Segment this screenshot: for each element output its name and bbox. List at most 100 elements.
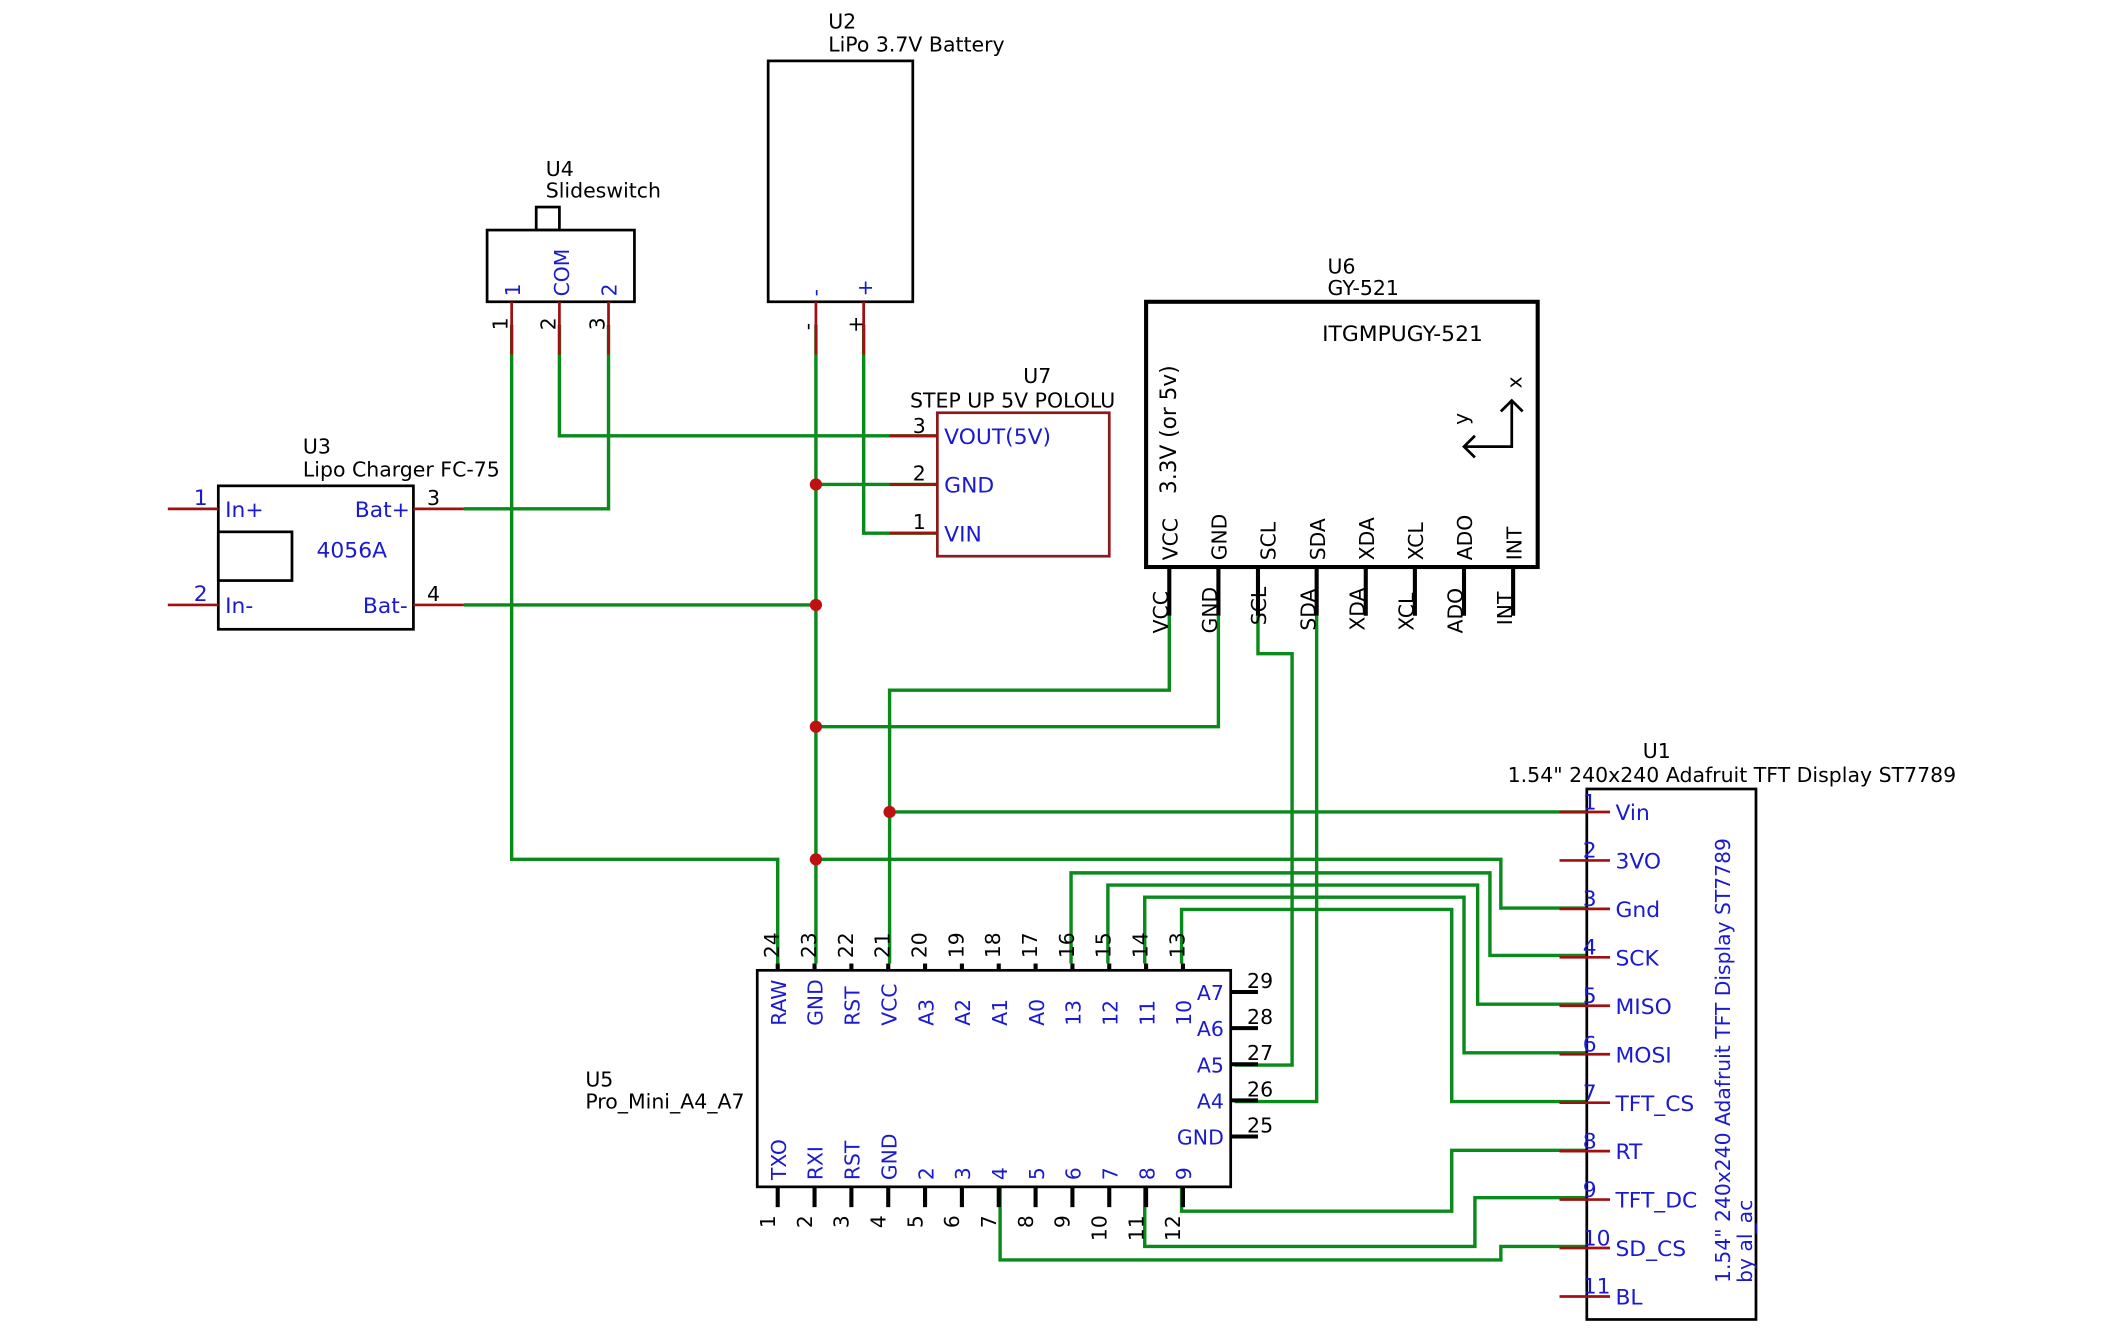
u5-top-pin-label-23: GND (804, 979, 828, 1026)
u2-ref: U2 (828, 9, 856, 33)
component-u7-stepup: U7 STEP UP 5V POLOLU VOUT(5V) GND VIN 3 … (889, 364, 1115, 558)
u7-pin-num-1: 1 (913, 510, 926, 534)
u3-pin-num-2: 2 (194, 582, 208, 607)
u5-right-pin-label-27: A5 (1197, 1053, 1224, 1077)
u1-pin-num-1: 1 (1583, 790, 1597, 815)
u5-bottom-pin-num-11: 11 (1124, 1215, 1148, 1241)
u4-pin-num-2: 2 (536, 317, 560, 330)
u6-body (1144, 299, 1540, 570)
u4-pin-label-com: COM (550, 249, 574, 297)
u7-pin-label-gnd: GND (944, 474, 994, 499)
u6-inner-xcl: XCL (1404, 522, 1428, 561)
u1-pin-label-5: MISO (1615, 995, 1671, 1020)
wire-gnd-tft-gnd (815, 857, 1590, 910)
u5-right-pin-num-27: 27 (1247, 1041, 1273, 1065)
u1-pin-label-11: BL (1615, 1286, 1642, 1311)
u1-pin-label-4: SCK (1615, 947, 1659, 972)
u5-right-pin-num-28: 28 (1247, 1005, 1273, 1029)
u5-top-pin-label-20: A3 (914, 999, 938, 1026)
u5-top-pin-num-15: 15 (1092, 932, 1116, 958)
u6-inner-xda: XDA (1355, 517, 1379, 560)
u7-pin-num-3: 3 (913, 414, 926, 438)
u6-axis-y: y (1449, 413, 1473, 425)
u5-top-pin-list: 24RAW23GND22RST21VCC20A319A218A117A01613… (760, 932, 1196, 1025)
u5-bottom-pin-num-12: 12 (1161, 1215, 1185, 1241)
u6-pin-ado: ADO (1444, 588, 1468, 633)
u6-ref: U6 (1328, 254, 1356, 278)
u5-bottom-pin-num-4: 4 (866, 1215, 890, 1228)
wire-d9-tft-rt (1179, 1148, 1590, 1213)
u5-top-pin-label-13: 10 (1172, 1000, 1196, 1026)
u5-body (755, 968, 1233, 1189)
u1-pin-num-11: 11 (1583, 1275, 1611, 1300)
u3-chip-outline (216, 530, 294, 582)
u5-top-pin-label-16: 13 (1062, 1000, 1086, 1026)
u3-chip-label: 4056A (317, 539, 388, 564)
u6-pin-vcc: VCC (1149, 591, 1173, 633)
u4-pin-label-2: 2 (598, 283, 622, 296)
u3-pin-label-inplus: In+ (225, 498, 264, 523)
u5-top-pin-num-24: 24 (760, 932, 784, 958)
u6-pin-xcl: XCL (1394, 592, 1418, 631)
u2-pin-num-plus: + (843, 316, 867, 333)
u2-pin-num-minus: - (795, 323, 819, 330)
u5-top-pin-label-24: RAW (767, 980, 791, 1026)
u2-body (766, 59, 915, 304)
u7-name: STEP UP 5V POLOLU (910, 388, 1115, 412)
u1-pin-label-7: TFT_CS (1614, 1092, 1694, 1117)
u2-pin-label-minus: - (804, 289, 828, 296)
u6-inner-vcc: VCC (1158, 518, 1182, 560)
u5-top-pin-num-22: 22 (834, 932, 858, 958)
u7-pin-label-vin: VIN (944, 522, 982, 547)
u1-side-text: 1.54" 240x240 Adafruit TFT Display ST778… (1711, 838, 1735, 1283)
u6-pin-gnd: GND (1198, 587, 1222, 634)
wire-d10-tft-cs (1179, 907, 1590, 1104)
u3-pin-num-4: 4 (427, 582, 440, 606)
junction-charger-gnd (809, 598, 823, 612)
u5-bottom-pin-label-12: 9 (1172, 1167, 1196, 1180)
junction-tft-gnd (809, 853, 823, 866)
u1-pin-label-1: Vin (1615, 801, 1649, 826)
u1-pin-num-9: 9 (1583, 1178, 1597, 1203)
u6-pin-sda: SDA (1296, 589, 1320, 631)
u5-right-pin-num-25: 25 (1247, 1114, 1273, 1138)
u7-pin-label-vout: VOUT(5V) (944, 425, 1051, 450)
junction-stepup-gnd (809, 478, 823, 491)
wire-d13-tft-sck (1069, 871, 1590, 964)
u5-top-pin-num-21: 21 (871, 932, 895, 958)
u5-top-pin-label-22: RST (840, 986, 864, 1026)
u7-pin-num-2: 2 (913, 461, 926, 485)
u5-bottom-pin-num-7: 7 (977, 1215, 1001, 1228)
u6-axis-icon (1462, 398, 1524, 459)
u5-bottom-pin-num-10: 10 (1087, 1215, 1111, 1241)
wire-switch2-charger-batplus (463, 324, 611, 511)
u2-pin-label-plus: + (853, 279, 877, 296)
u5-top-pin-num-18: 18 (981, 932, 1005, 958)
u5-right-pin-label-25: GND (1177, 1126, 1224, 1150)
u5-top-pin-label-15: 12 (1098, 1000, 1122, 1026)
u5-bottom-pin-label-7: 4 (988, 1167, 1012, 1180)
wire-d4-tft-sdcs (998, 1185, 1590, 1262)
u5-top-pin-num-17: 17 (1018, 932, 1042, 958)
u5-bottom-pin-label-3: RST (840, 1140, 864, 1180)
u5-top-pin-num-16: 16 (1055, 932, 1079, 958)
u1-body (1585, 787, 1758, 1321)
u5-bottom-pin-label-1: TXO (767, 1139, 791, 1181)
u1-pin-label-3: Gnd (1615, 898, 1660, 923)
u1-pin-num-4: 4 (1583, 936, 1597, 961)
u7-body (935, 411, 1111, 558)
u5-bottom-pin-label-2: RXI (804, 1146, 828, 1180)
u3-ref: U3 (303, 434, 331, 458)
component-u1-tft: U1 1.54" 240x240 Adafruit TFT Display ST… (1508, 739, 1956, 1321)
u6-inner-scl: SCL (1257, 521, 1281, 560)
wire-d12-tft-miso (1106, 883, 1590, 1006)
u6-pin-xda: XDA (1345, 588, 1369, 631)
u4-pin-label-1: 1 (501, 283, 525, 296)
u5-bottom-pin-label-8: 5 (1025, 1167, 1049, 1180)
component-u3-charger: U3 Lipo Charger FC-75 4056A In+ In- Bat+… (167, 434, 500, 631)
u5-right-pin-num-29: 29 (1247, 969, 1273, 993)
u3-pin-num-3: 3 (427, 486, 440, 510)
